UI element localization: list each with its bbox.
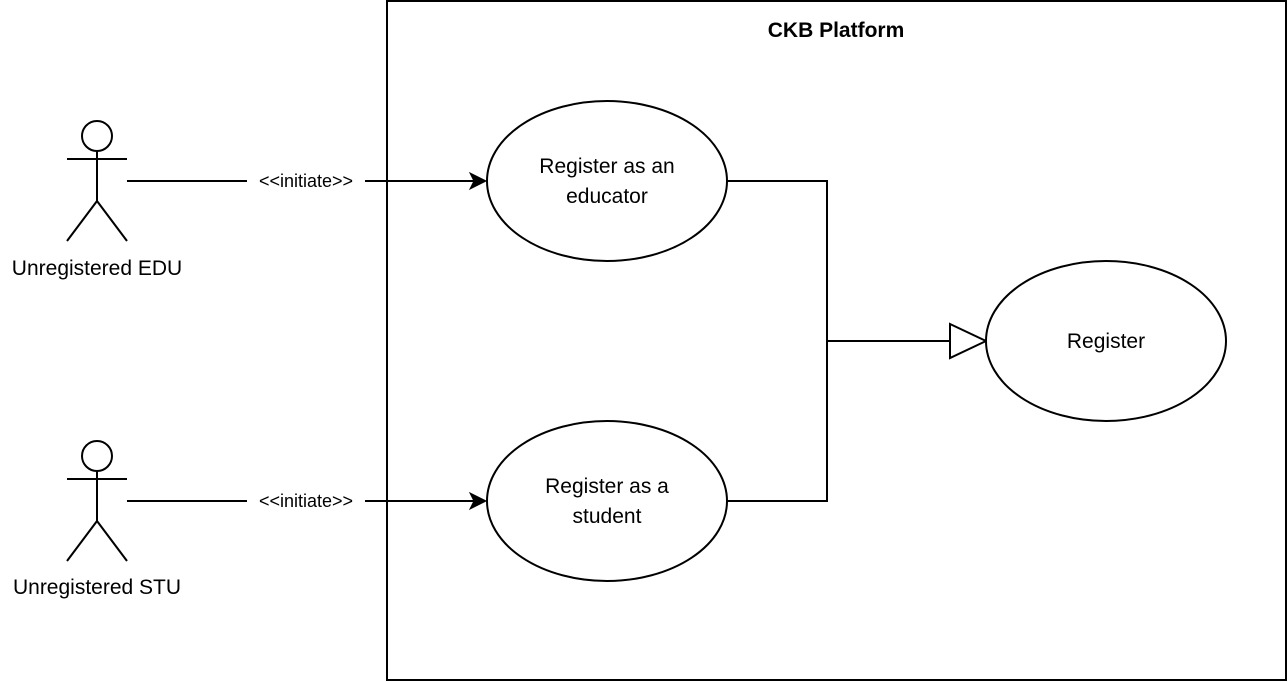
use-case-label: Register [1067, 330, 1145, 353]
use-case-ellipse [985, 260, 1227, 422]
arrowhead-icon [468, 491, 488, 511]
generalization-connector[interactable] [727, 180, 989, 502]
stick-figure-icon [66, 440, 128, 562]
use-case-label-line1: Register as a [545, 475, 669, 498]
actor-edu[interactable]: Unregistered EDU [12, 120, 182, 280]
association-edu-initiate[interactable]: <<initiate>> [127, 170, 488, 192]
actor-edu-label: Unregistered EDU [12, 257, 182, 280]
system-boundary-box [386, 0, 1287, 681]
use-case-label-line2: student [573, 505, 642, 528]
use-case-ellipse [486, 100, 728, 262]
use-case-label-line1: Register as an [539, 155, 674, 178]
stick-figure-icon [66, 120, 128, 242]
arrowhead-icon [468, 171, 488, 191]
association-label: <<initiate>> [259, 491, 353, 511]
use-case-register[interactable]: Register [985, 260, 1227, 422]
hollow-triangle-arrowhead-icon [949, 322, 989, 360]
actor-stu-label: Unregistered STU [13, 576, 181, 599]
system-boundary: CKB Platform [386, 0, 1287, 681]
use-case-label-line2: educator [566, 185, 648, 208]
system-title: CKB Platform [768, 19, 905, 42]
actor-stu[interactable]: Unregistered STU [13, 440, 181, 599]
use-case-register-student[interactable]: Register as a student [486, 420, 728, 582]
association-label: <<initiate>> [259, 171, 353, 191]
use-case-ellipse [486, 420, 728, 582]
generalization-line [727, 180, 828, 502]
association-stu-initiate[interactable]: <<initiate>> [127, 490, 488, 512]
use-case-register-educator[interactable]: Register as an educator [486, 100, 728, 262]
